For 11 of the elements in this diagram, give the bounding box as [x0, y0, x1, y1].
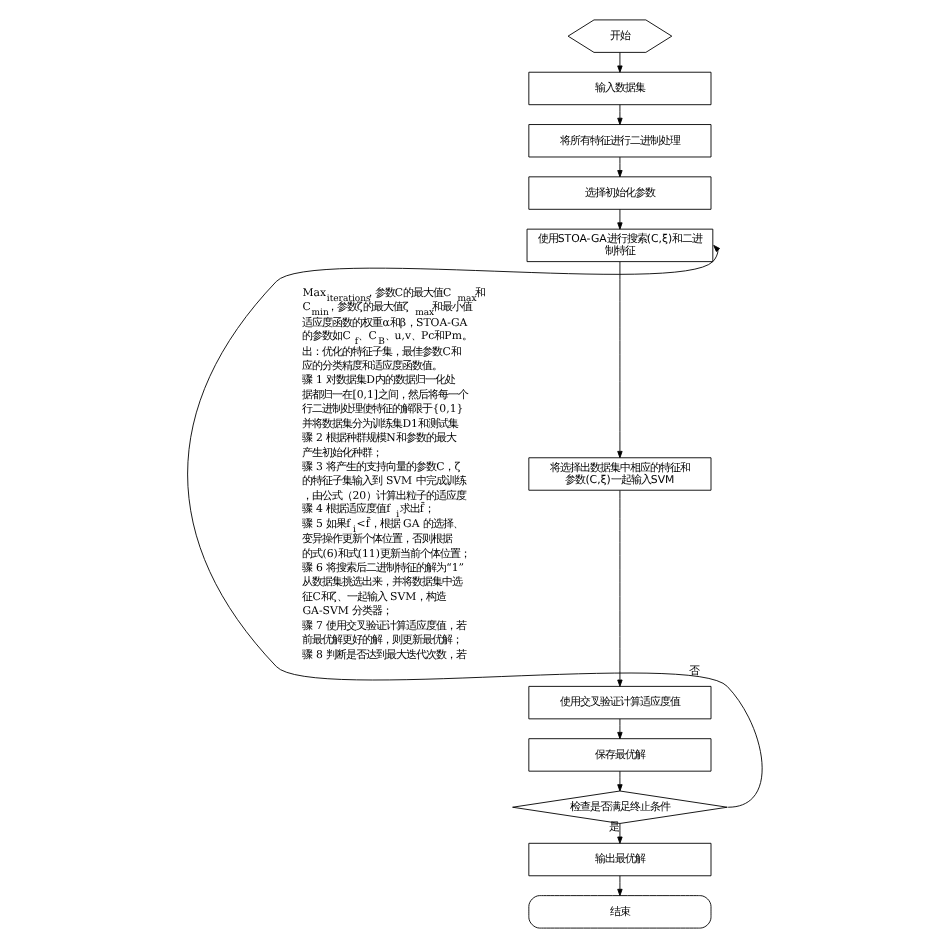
arrow — [616, 490, 622, 687]
arrow — [616, 104, 622, 125]
arrow — [616, 52, 622, 73]
arrow — [616, 823, 622, 844]
arrow — [616, 156, 622, 178]
arrow — [616, 208, 622, 230]
arrow — [186, 244, 762, 808]
arrow — [616, 875, 622, 897]
arrow — [616, 261, 622, 459]
arrow — [616, 770, 622, 792]
arrow — [616, 718, 622, 740]
